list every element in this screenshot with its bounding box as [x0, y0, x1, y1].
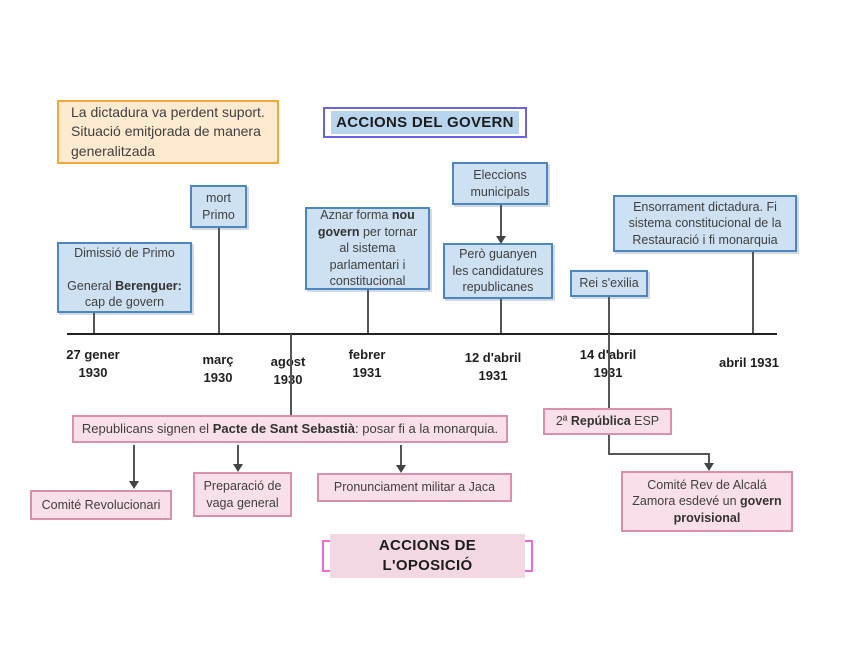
republica-bold: República [570, 414, 631, 429]
connector-elbow-down [608, 435, 610, 454]
aznar-pre: Aznar forma [320, 208, 392, 223]
connector-dimissio [93, 313, 95, 333]
node-comite-rev-alcala: Comité Rev de Alcalá Zamora esdevé un go… [621, 471, 793, 532]
pacte-pre: Republicans signen el [81, 421, 213, 437]
dimissio-line1: Dimissió de Primo [74, 245, 175, 260]
node-rei-sexilia: Rei s'exilia [570, 270, 648, 297]
aznar-text: Aznar forma nou govern per tornar al sis… [313, 207, 422, 290]
connector-aznar [367, 290, 369, 333]
mort-line1: mort [206, 191, 231, 205]
node-pacte-sant-sebastia: Republicans signen el Pacte de Sant Seba… [72, 415, 508, 443]
ensorrament-text: Ensorrament dictadura. Fi sistema consti… [628, 199, 782, 247]
eleccions-text: Eleccions municipals [470, 168, 530, 199]
connector-guanyen [500, 299, 502, 333]
dimissio-line2-bold: Berenguer: [115, 278, 182, 293]
connector-ensorrament [752, 252, 754, 333]
rei-text: Rei s'exilia [579, 276, 639, 291]
aznar-post: per tornar al sistema parlamentari i con… [329, 224, 418, 289]
title-govern-text: ACCIONS DEL GOVERN [331, 110, 519, 135]
connector-elbow-drop [708, 453, 710, 464]
comite-revolucionari-text: Comité Revolucionari [41, 497, 161, 512]
note-text: La dictadura va perdent suport. Situació… [71, 103, 265, 159]
connector-pacte [290, 334, 292, 415]
note-dictadura: La dictadura va perdent suport. Situació… [57, 100, 279, 164]
node-aznar-govern: Aznar forma nou govern per tornar al sis… [305, 207, 430, 290]
arrowhead-eleccions [496, 236, 506, 244]
connector-eleccions-arrow [500, 205, 502, 236]
preparacio-text: Preparació de vaga general [203, 479, 282, 510]
pronunciament-text: Pronunciament militar a Jaca [333, 480, 496, 495]
comite-rev-bold: govern provisional [673, 494, 782, 525]
node-eleccions-municipals: Eleccions municipals [452, 162, 548, 205]
dimissio-line3: cap de govern [84, 295, 165, 309]
title-oposicio-text: ACCIONS DE L'OPOSICIÓ [330, 534, 525, 578]
connector-elbow-across [608, 453, 709, 455]
pacte-post: : posar fi a la monarquia. [355, 421, 499, 437]
arrowhead-comite-rev [704, 463, 714, 471]
republica-text: 2ª República ESP [556, 413, 659, 430]
arrowhead-pronunciament [396, 465, 406, 473]
node-guanyen-republicanes: Però guanyen les candidatures republican… [443, 243, 553, 299]
republica-post: ESP [630, 414, 660, 429]
date-abril-1931: abril 1931 [719, 355, 779, 370]
node-comite-revolucionari: Comité Revolucionari [30, 490, 172, 520]
title-accions-govern: ACCIONS DEL GOVERN [323, 107, 527, 138]
node-segona-republica: 2ª República ESP [543, 408, 672, 435]
timeline-axis [67, 333, 777, 335]
pacte-text: Republicans signen el Pacte de Sant Seba… [82, 420, 498, 437]
comite-rev-pre: Comité Rev de Alcalá Zamora esdevé un [632, 477, 767, 509]
connector-republica [608, 334, 610, 408]
republica-pre: 2ª [555, 414, 571, 429]
connector-mort [218, 228, 220, 333]
node-pronunciament-jaca: Pronunciament militar a Jaca [317, 473, 512, 502]
mort-line2: Primo [202, 207, 235, 222]
connector-comite-revolucionari [133, 445, 135, 481]
comite-rev-text: Comité Rev de Alcalá Zamora esdevé un go… [629, 477, 785, 527]
connector-preparacio [237, 445, 239, 464]
pacte-bold: Pacte de Sant Sebastià [212, 421, 356, 437]
title-accions-oposicio: ACCIONS DE L'OPOSICIÓ [322, 534, 533, 578]
guanyen-text: Però guanyen les candidatures republican… [452, 247, 544, 295]
arrowhead-comite-revolucionari [129, 481, 139, 489]
connector-pronunciament [400, 445, 402, 465]
arrowhead-preparacio [233, 464, 243, 472]
aznar-bold: nou govern [317, 208, 415, 239]
connector-rei [608, 297, 610, 333]
node-ensorrament: Ensorrament dictadura. Fi sistema consti… [613, 195, 797, 252]
node-preparacio-vaga: Preparació de vaga general [193, 472, 292, 517]
dimissio-line2-pre: General [67, 278, 116, 293]
